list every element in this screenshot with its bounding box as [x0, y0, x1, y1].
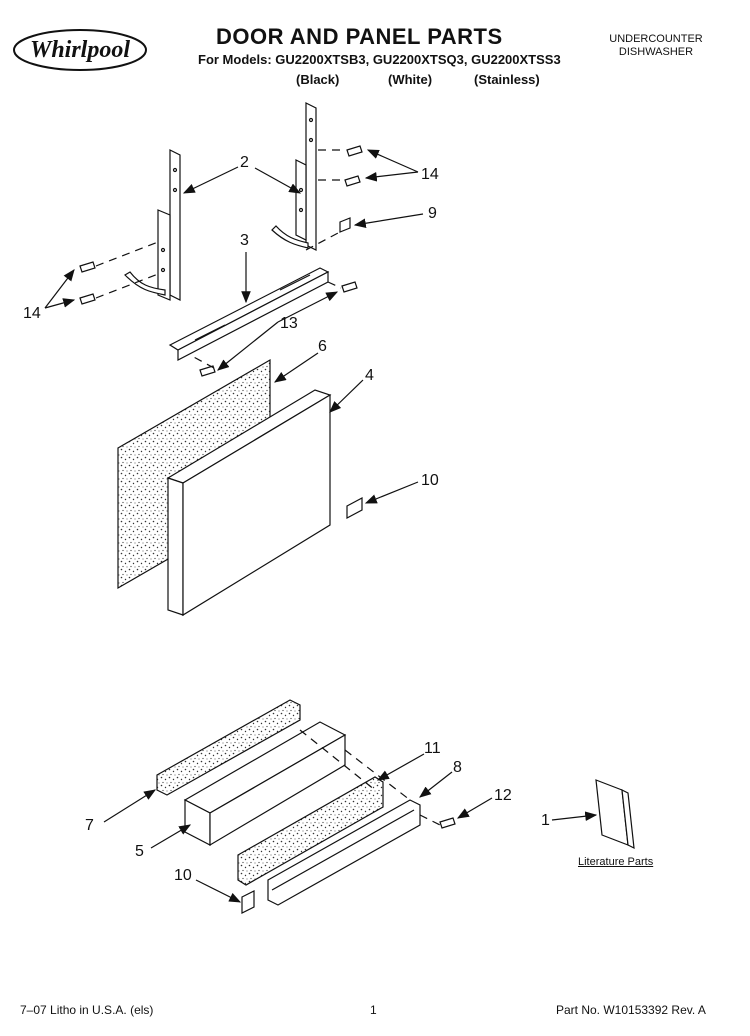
callout-12: 12 — [494, 787, 512, 804]
toe-insulation-strip — [156, 699, 301, 796]
callout-leaders — [44, 149, 598, 903]
footer-page-number: 1 — [370, 1003, 377, 1017]
callout-9: 9 — [428, 205, 437, 222]
models-line: For Models: GU2200XTSB3, GU2200XTSQ3, GU… — [198, 52, 561, 67]
literature-parts-label: Literature Parts — [578, 856, 654, 868]
callout-14-left: 14 — [23, 305, 41, 322]
callout-3: 3 — [240, 232, 249, 249]
footer-litho: 7–07 Litho in U.S.A. (els) — [20, 1003, 154, 1017]
hinge-bracket-right — [271, 102, 317, 251]
callout-13: 13 — [280, 315, 298, 332]
callout-10-bottom: 10 — [174, 867, 192, 884]
callout-10-top: 10 — [421, 472, 439, 489]
door-trim-bracket — [168, 267, 330, 361]
svg-text:Whirlpool: Whirlpool — [30, 37, 130, 63]
callout-11: 11 — [424, 740, 441, 757]
hinge-bracket-left — [124, 149, 181, 301]
footer-part-number: Part No. W10153392 Rev. A — [556, 1003, 706, 1017]
color-stainless: (Stainless) — [474, 72, 540, 87]
spacer-clip-bottom — [241, 890, 255, 914]
literature-booklet — [595, 779, 635, 850]
appliance-category: UNDERCOUNTER DISHWASHER — [586, 33, 726, 59]
callout-14-top: 14 — [421, 166, 439, 183]
category-line-1: UNDERCOUNTER — [609, 33, 703, 45]
kickplate-screw — [439, 817, 456, 829]
category-line-2: DISHWASHER — [618, 46, 694, 58]
callout-5: 5 — [135, 843, 144, 860]
color-white: (White) — [388, 72, 433, 87]
hinge-screws — [79, 145, 363, 377]
door-panel — [166, 389, 332, 617]
callout-4: 4 — [365, 367, 374, 384]
assembly-lines — [95, 149, 441, 826]
callout-2: 2 — [240, 154, 249, 171]
kickplate — [267, 799, 421, 906]
callout-6: 6 — [318, 338, 327, 355]
callout-7: 7 — [85, 817, 94, 834]
callout-8: 8 — [453, 759, 462, 776]
whirlpool-logo: Whirlpool — [13, 29, 147, 71]
clip-9 — [339, 217, 351, 233]
page-title: DOOR AND PANEL PARTS — [216, 24, 503, 49]
color-black: (Black) — [296, 72, 340, 87]
spacer-clip-top — [346, 497, 363, 519]
access-panel — [183, 721, 347, 847]
callout-1: 1 — [541, 812, 550, 829]
kickplate-insulation — [237, 776, 384, 886]
